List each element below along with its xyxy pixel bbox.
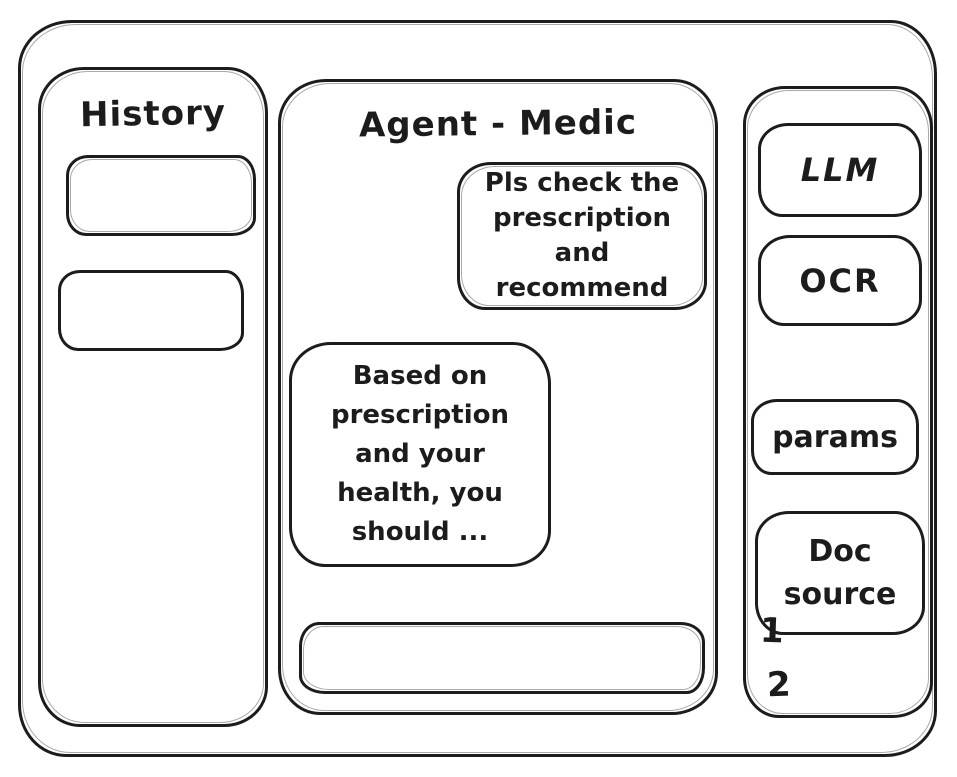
params-button[interactable]: params xyxy=(751,399,919,475)
assistant-message-text: Based on prescription and your health, y… xyxy=(330,361,509,547)
tools-sidebar: LLM OCR params Doc source 1 2 xyxy=(743,86,933,718)
history-item[interactable] xyxy=(58,270,244,351)
llm-button[interactable]: LLM xyxy=(758,123,922,217)
assistant-message-bubble: Based on prescription and your health, y… xyxy=(289,342,551,567)
chat-panel: Agent - Medic Pls check the prescription… xyxy=(278,79,718,715)
history-item[interactable] xyxy=(66,155,256,236)
user-message-bubble: Pls check the prescription and recommend xyxy=(457,162,707,310)
ocr-button[interactable]: OCR xyxy=(758,235,922,326)
app-window: History Agent - Medic Pls check the pres… xyxy=(18,20,937,757)
doc-source-item-1[interactable]: 1 xyxy=(759,610,785,652)
doc-source-item-2[interactable]: 2 xyxy=(766,664,792,706)
doc-source-button[interactable]: Doc source xyxy=(755,511,925,635)
user-message-text: Pls check the prescription and recommend xyxy=(484,167,680,304)
chat-title: Agent - Medic xyxy=(358,102,638,146)
message-input[interactable] xyxy=(299,622,705,694)
history-title: History xyxy=(79,92,227,136)
history-sidebar: History xyxy=(38,67,268,727)
